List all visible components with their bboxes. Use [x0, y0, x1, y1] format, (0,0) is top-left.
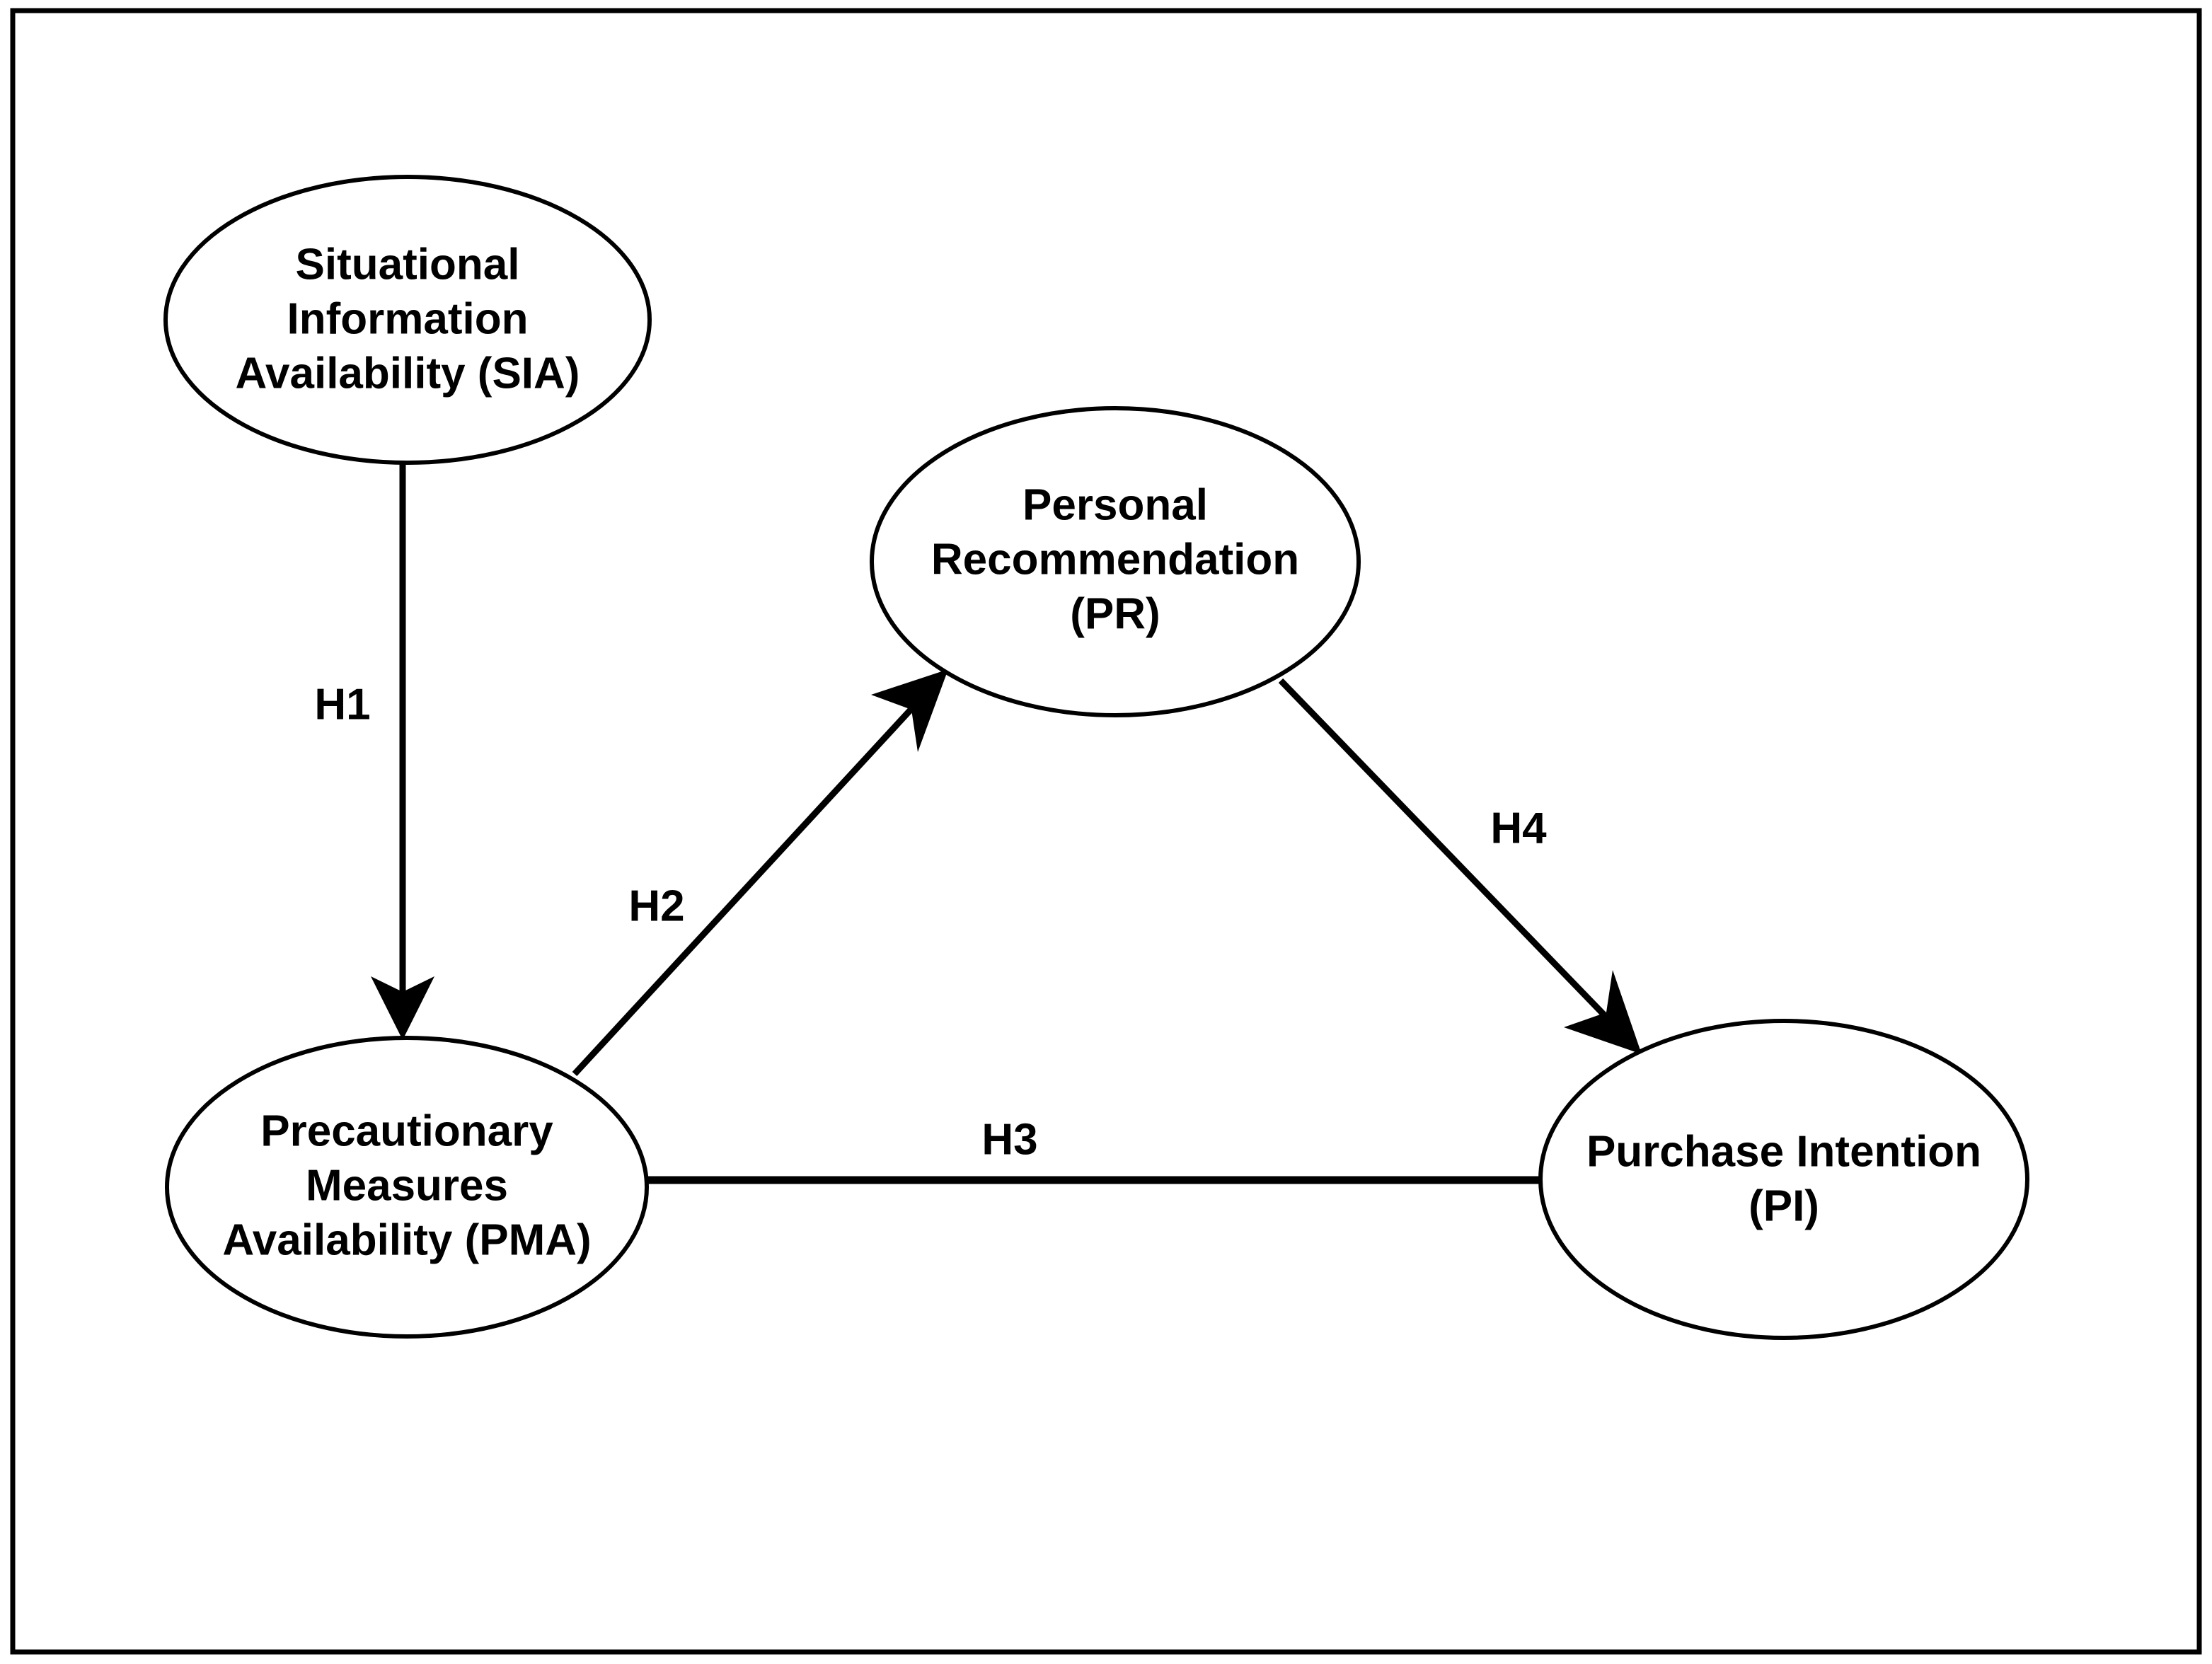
node-sia-ellipse[interactable]	[163, 175, 652, 465]
node-pma-ellipse[interactable]	[165, 1036, 649, 1339]
edge-label-h4: H4	[1490, 804, 1547, 853]
edge-sia-to-pma-arrowhead	[371, 976, 434, 1040]
edge-pma-to-pr: H2	[572, 669, 948, 1077]
edge-label-h2: H2	[628, 882, 684, 930]
edge-label-h3: H3	[981, 1115, 1037, 1164]
node-pma-label-line-3: Availability (PMA)	[222, 1215, 591, 1264]
edge-pr-to-pi: H4	[1278, 678, 1642, 1054]
edge-pma-to-pr-line	[572, 697, 923, 1077]
node-situational-information-availability[interactable]: Situational Information Availability (SI…	[163, 175, 652, 465]
node-pr-ellipse[interactable]	[870, 406, 1361, 717]
node-pi-ellipse[interactable]	[1538, 1019, 2029, 1340]
node-pi-label-line-1: Purchase Intention	[1586, 1127, 1981, 1176]
node-sia-label-line-1: Situational	[296, 240, 520, 289]
node-personal-recommendation[interactable]: Personal Recommendation (PR)	[870, 406, 1361, 717]
figure-border	[10, 8, 2202, 1655]
edge-pr-to-pi-arrowhead	[1564, 970, 1642, 1054]
node-pma-label-line-1: Precautionary	[260, 1107, 553, 1155]
node-pma-label-line-2: Measures	[306, 1161, 508, 1210]
edge-label-h1: H1	[314, 680, 370, 729]
node-pr-label-line-3: (PR)	[1070, 589, 1160, 638]
edge-sia-to-pma: H1	[314, 461, 434, 1040]
node-pr-label-line-1: Personal	[1023, 480, 1208, 529]
edge-pma-to-pi: H3	[617, 1115, 1636, 1219]
node-pi-label-line-2: (PI)	[1749, 1181, 1819, 1230]
node-precautionary-measures-availability[interactable]: Precautionary Measures Availability (PMA…	[165, 1036, 649, 1339]
edge-pr-to-pi-line	[1278, 678, 1616, 1027]
node-sia-label-line-3: Availability (SIA)	[236, 349, 580, 398]
edge-pma-to-pr-arrowhead	[871, 669, 948, 752]
node-sia-label-line-2: Information	[287, 294, 529, 343]
node-purchase-intention[interactable]: Purchase Intention (PI)	[1538, 1019, 2029, 1340]
node-pr-label-line-2: Recommendation	[931, 535, 1299, 584]
